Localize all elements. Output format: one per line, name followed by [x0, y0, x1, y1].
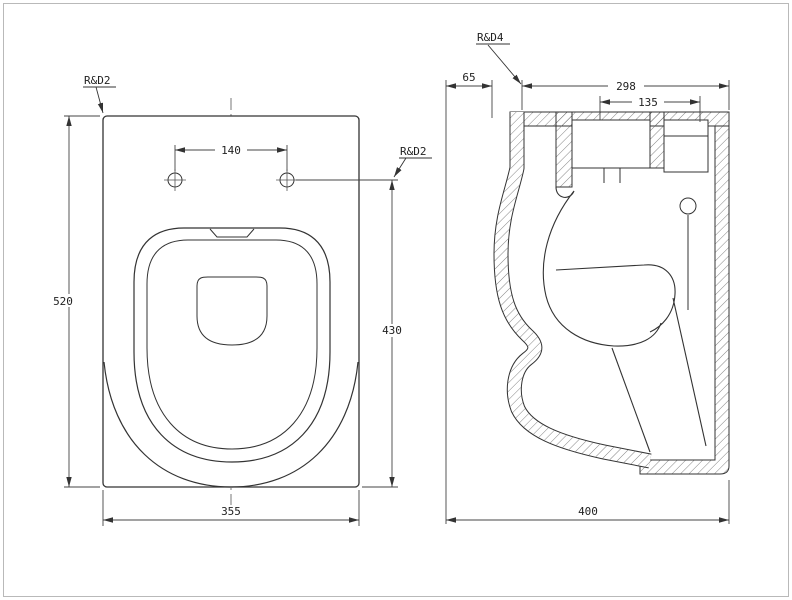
outlet-wall-right: [672, 297, 707, 447]
rim-channel-wall-left: [555, 111, 573, 188]
dim-label-width: 355: [221, 505, 241, 518]
dimension-upper-depth: [521, 80, 730, 110]
callout-rd2-top-left: [83, 86, 116, 114]
seat-inner: [146, 239, 318, 450]
hinge-notch: [209, 228, 255, 238]
dimension-height: [296, 179, 409, 488]
right-cavity: [663, 119, 709, 173]
dim-label-hole-spacing: 140: [221, 144, 241, 157]
callout-rd2-top-left-label: R&D2: [84, 74, 111, 87]
dimension-depth: [46, 115, 100, 488]
dimension-width: [102, 490, 360, 526]
rim-channel-wall-right: [649, 111, 665, 169]
dim-label-depth: 520: [53, 295, 73, 308]
callout-rd4-label: R&D4: [477, 31, 504, 44]
dimension-inner-width: [599, 96, 701, 122]
callout-rd2-right: [393, 157, 432, 178]
trap-profile: [555, 264, 676, 333]
section-bowl-wall: [493, 112, 652, 469]
fixing-boss-circle: [679, 197, 697, 215]
dim-label-inner-width: 135: [638, 96, 658, 109]
front-rim-arc: [103, 361, 359, 488]
dim-label-upper-depth: 298: [616, 80, 636, 93]
callout-rd4: [476, 43, 522, 85]
dim-label-height: 430: [382, 324, 402, 337]
dimension-overall-depth: [446, 480, 730, 524]
side-section-view: 65 298 135 400: [445, 31, 730, 524]
dimension-wall-offset: [445, 80, 493, 524]
dim-label-wall-offset: 65: [462, 71, 475, 84]
callout-rd2-right-label: R&D2: [400, 145, 427, 158]
bowl-inner-profile: [542, 186, 662, 347]
dimension-hole-spacing: [174, 144, 288, 171]
fixing-hole-left: [164, 169, 186, 191]
section-right-wall: [639, 125, 730, 475]
seat-center-detail: [196, 276, 268, 346]
dim-label-overall-depth: 400: [578, 505, 598, 518]
cistern-cavity: [571, 119, 651, 169]
fixing-hole-right: [276, 169, 298, 191]
top-view: 140 520 430 355: [46, 74, 432, 526]
outlet-wall-left: [611, 347, 651, 453]
